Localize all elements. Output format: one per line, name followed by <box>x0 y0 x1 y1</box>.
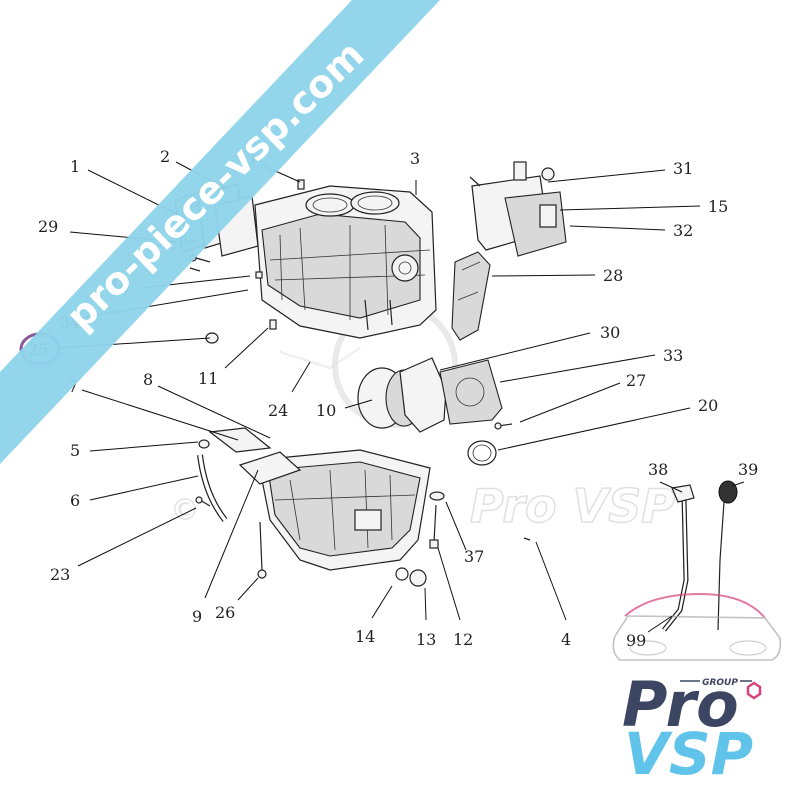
car-silhouette-icon <box>612 592 782 661</box>
callout-33: 33 <box>663 346 683 365</box>
logo-hex-icon <box>746 681 762 700</box>
callout-26: 26 <box>215 603 235 622</box>
logo-group-bg <box>698 676 742 686</box>
callout-38: 38 <box>648 460 668 479</box>
callout-29: 29 <box>38 217 58 236</box>
bolt-27 <box>494 422 513 430</box>
bracket-7 <box>208 427 272 453</box>
callout-5: 5 <box>70 441 80 460</box>
logo-line2: VSP <box>624 720 753 788</box>
watermark-prefix: © <box>170 493 200 528</box>
logo-line1: Pro <box>622 668 739 741</box>
oil-pipe-25 <box>205 311 266 344</box>
callout-23: 23 <box>50 565 70 584</box>
callout-15: 15 <box>708 197 728 216</box>
washer-37 <box>429 491 445 501</box>
gasket-33 <box>439 359 503 425</box>
oil-pan <box>257 449 431 571</box>
callout-10: 10 <box>316 401 336 420</box>
callout-99: 99 <box>626 631 646 650</box>
callout-39: 39 <box>738 460 758 479</box>
callout-3: 3 <box>410 149 420 168</box>
bolt-26 <box>257 521 267 579</box>
brand-logo: GROUP Pro VSP <box>622 668 762 788</box>
callout-20: 20 <box>698 396 718 415</box>
watermark-text: Pro VSP <box>470 479 675 533</box>
gasket-32 <box>504 191 567 257</box>
bolt-12 <box>429 504 439 549</box>
callout-30: 30 <box>600 323 620 342</box>
callout-28: 28 <box>603 266 623 285</box>
callout-31: 31 <box>673 159 693 178</box>
callout-13: 13 <box>416 630 436 649</box>
seal-20 <box>467 440 497 466</box>
washer-14 <box>395 567 409 581</box>
callout-11: 11 <box>198 369 218 388</box>
callout-24: 24 <box>268 401 288 420</box>
pin-4 <box>523 537 531 541</box>
callout-1: 1 <box>70 157 80 176</box>
callout-14: 14 <box>355 627 375 646</box>
bracket-24 <box>279 347 361 369</box>
banner-stripe <box>0 0 440 464</box>
callout-32: 32 <box>673 221 693 240</box>
dowels-11 <box>255 179 305 330</box>
callout-37: 37 <box>464 547 484 566</box>
callout-8: 8 <box>143 370 153 389</box>
callout-4: 4 <box>561 630 571 649</box>
drain-plug-13 <box>409 569 427 587</box>
engine-block <box>254 185 437 339</box>
callout-27: 27 <box>626 371 646 390</box>
bolt-23 <box>195 496 211 507</box>
callout-12: 12 <box>453 630 473 649</box>
dipstick-39 <box>717 480 738 631</box>
tube-6 <box>197 439 228 522</box>
callout-9: 9 <box>192 607 202 626</box>
callout-2: 2 <box>160 147 170 166</box>
callout-6: 6 <box>70 491 80 510</box>
housing-30 <box>399 357 447 433</box>
chain-guide-28 <box>451 251 491 341</box>
logo-group-text: GROUP <box>702 678 738 688</box>
